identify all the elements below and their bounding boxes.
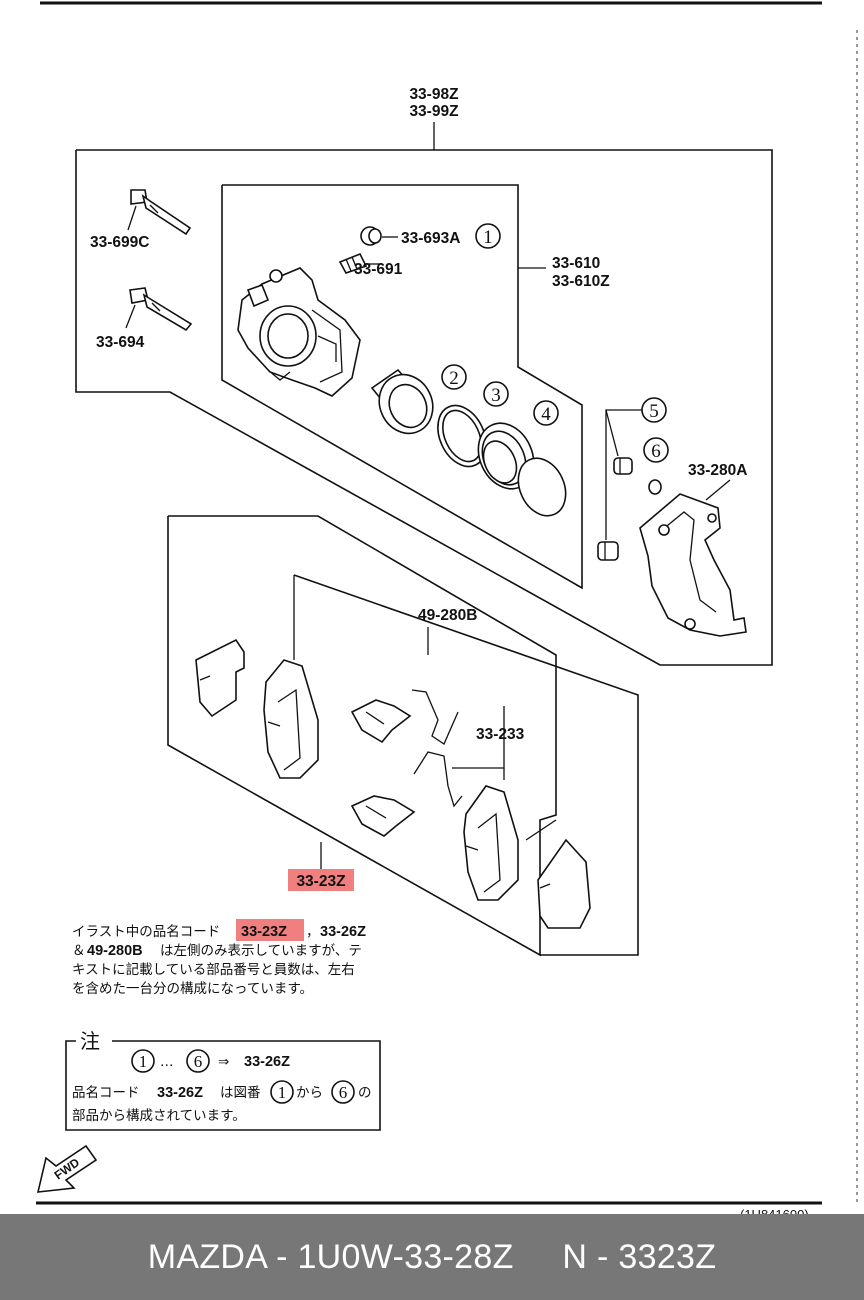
note-line2-post: の — [358, 1085, 372, 1101]
callout-1-circle — [475, 223, 501, 249]
note-range-code: 33-26Z — [244, 1054, 290, 1070]
caliper-bracket — [639, 493, 747, 637]
note-line-2-post: は左側のみ表示していますが、テ — [160, 943, 362, 959]
piston — [370, 368, 434, 435]
label-clip: 33-233 — [476, 726, 525, 743]
callout-5: 5 — [649, 401, 659, 422]
note-box: 注 1 … 6 ⇒ 33-26Z 品名コード 33-26Z は図番 1 から 6… — [65, 1029, 381, 1131]
label-shim-kit: 49-280B — [418, 607, 477, 624]
caliper-body — [237, 267, 361, 397]
callout-2: 2 — [449, 368, 459, 389]
note-line2-mid1: は図番 — [220, 1085, 261, 1101]
label-bracket: 33-280A — [688, 462, 747, 479]
anti-rattle-spring-upper — [411, 689, 459, 745]
note-line-3: キストに記載している部品番号と員数は、左右 — [72, 961, 355, 978]
note-line-1-code1: 33-23Z — [241, 924, 287, 940]
guide-bolt-upper — [130, 189, 192, 236]
brake-pad-upper — [263, 659, 319, 779]
guide-pin-boot-upper — [613, 457, 633, 475]
highlight-pad-set — [288, 869, 354, 891]
leader-bolt-lower — [125, 304, 136, 329]
note-arrow: ⇒ — [218, 1054, 229, 1070]
frame-assembly — [75, 149, 773, 666]
label-assembly-a: 33-98Z — [409, 86, 459, 103]
note-line-1-sep: ， — [306, 924, 320, 940]
note-line-1-pre: イラスト中の品名コード — [72, 924, 220, 940]
label-caliper-a: 33-610 — [552, 255, 600, 272]
note-line-2-code: 49-280B — [87, 943, 143, 959]
note-num2-circle — [331, 1080, 355, 1104]
brake-pad-lower — [463, 785, 519, 901]
pad-clip-lower — [350, 795, 416, 837]
frame-shim-kit — [293, 574, 639, 956]
label-pad-set: 33-23Z — [296, 873, 346, 890]
guide-pin-boot-lower — [597, 541, 619, 561]
retaining-ring — [517, 457, 567, 517]
callout-1: 1 — [483, 227, 493, 248]
fwd-arrow-icon: FWD — [36, 1144, 98, 1193]
pad-clip-upper — [350, 699, 412, 744]
note-num1-circle — [270, 1080, 294, 1104]
label-bolt-lower: 33-694 — [96, 334, 145, 351]
bleeder-screw — [338, 252, 368, 274]
note-line2-pre: 品名コード — [72, 1085, 140, 1101]
note-num2: 6 — [339, 1083, 348, 1102]
leader-bolt-upper — [127, 205, 137, 231]
note-box-heading: 注 — [80, 1029, 100, 1053]
label-assembly-b: 33-99Z — [409, 103, 459, 120]
note-range-start-circle — [131, 1049, 155, 1073]
note-line-2-pre: ＆ — [72, 943, 86, 959]
callout-6: 6 — [651, 441, 661, 462]
leader-bracket — [705, 479, 731, 501]
note-num1: 1 — [278, 1083, 287, 1102]
guide-bolt-lower — [129, 287, 193, 332]
note-range-end-circle — [186, 1049, 210, 1073]
anti-rattle-spring-lower — [413, 751, 463, 808]
highlight-note-code — [236, 919, 304, 941]
note-line-1-code2: 33-26Z — [320, 924, 366, 940]
note-line3: 部品から構成されています。 — [72, 1108, 246, 1124]
piston-seal — [437, 404, 487, 468]
note-range-start: 1 — [139, 1052, 148, 1071]
note-line-4: を含めた一台分の構成になっています。 — [72, 981, 313, 997]
callout-6-circle — [643, 437, 669, 463]
leader-pad-lower — [525, 819, 557, 841]
pad-shim-right — [537, 838, 591, 929]
label-bolt-upper: 33-699C — [90, 234, 149, 251]
callout-3-circle — [483, 381, 509, 407]
callout-3: 3 — [491, 385, 501, 406]
callout-4: 4 — [541, 404, 551, 425]
footer-text: MAZDA - 1U0W-33-28Z N - 3323Z — [147, 1237, 717, 1276]
dust-boot — [477, 422, 535, 490]
footer-bar: MAZDA - 1U0W-33-28Z N - 3323Z — [0, 1214, 864, 1300]
callout-2-circle — [441, 364, 467, 390]
pad-shim-left — [195, 638, 245, 718]
label-caliper-b: 33-610Z — [552, 273, 610, 290]
leader-5b — [605, 409, 619, 457]
callout-4-circle — [533, 400, 559, 426]
note-ellipsis: … — [160, 1054, 174, 1070]
frame-caliper — [221, 184, 583, 590]
dust-cap — [360, 226, 382, 246]
note-line2-mid2: から — [296, 1085, 323, 1101]
label-cap: 33-693A — [401, 230, 460, 247]
bushing — [648, 479, 662, 495]
note-range-end: 6 — [194, 1052, 203, 1071]
note-line2-code: 33-26Z — [157, 1085, 203, 1101]
frame-pads — [167, 515, 557, 957]
label-bleeder: 33-691 — [354, 261, 403, 278]
